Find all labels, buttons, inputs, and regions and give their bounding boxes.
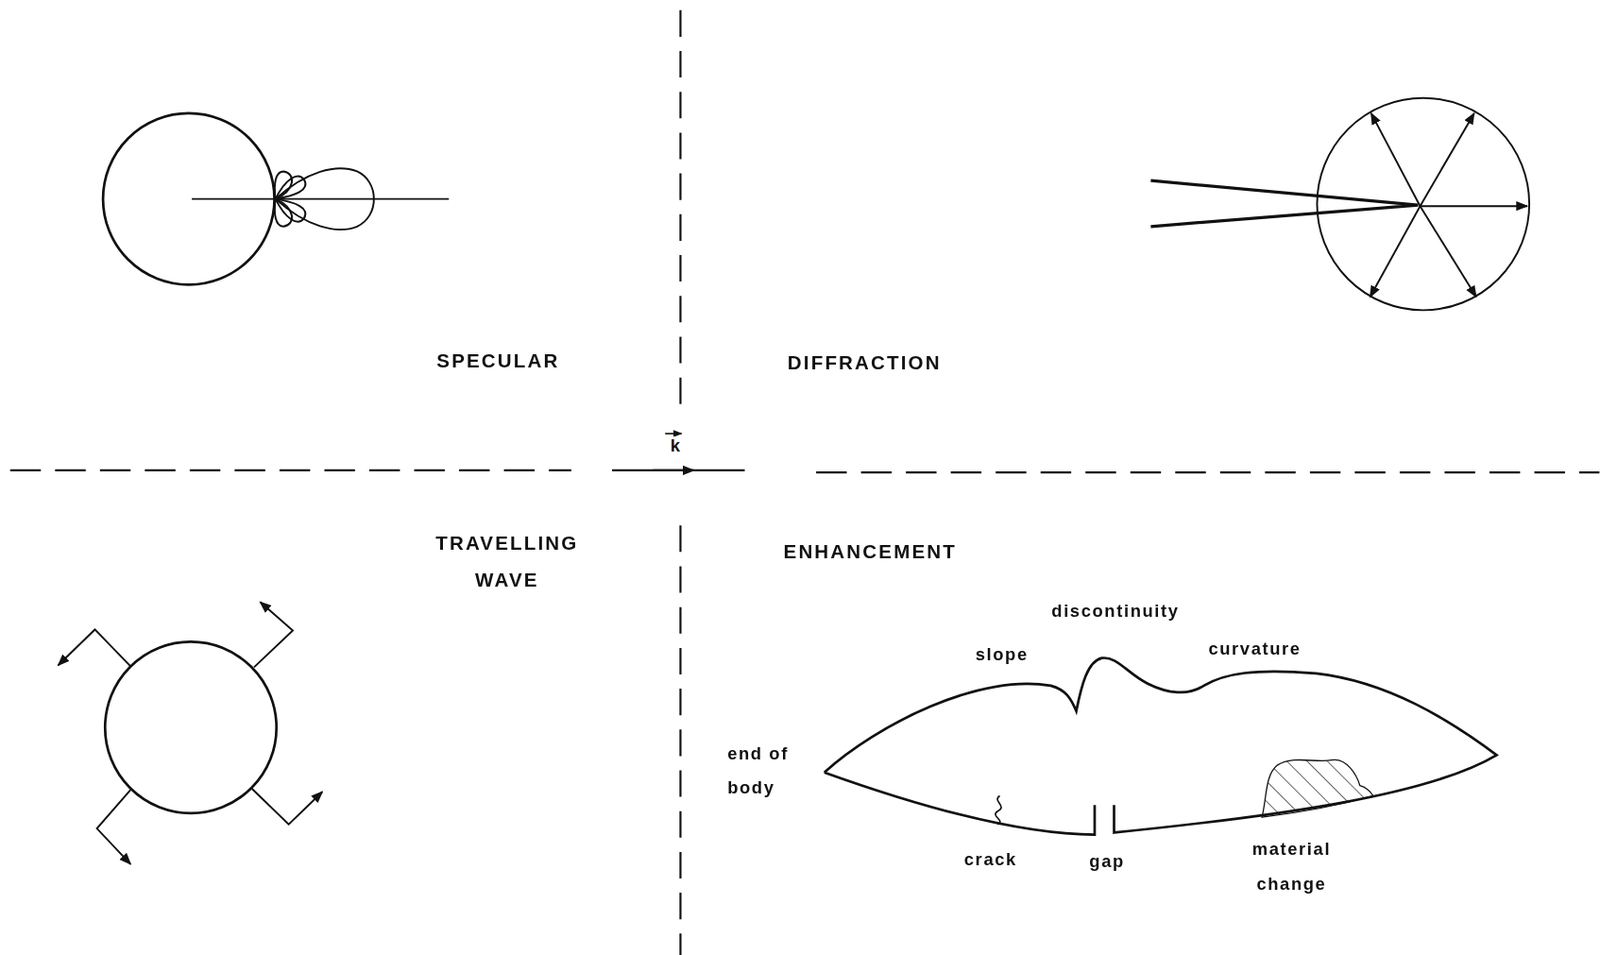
divider-line <box>816 471 1600 474</box>
side-lobe <box>275 199 307 222</box>
body-outline <box>824 658 1498 835</box>
feature-label: end of body <box>727 736 812 806</box>
feature-label: curvature <box>1206 639 1304 661</box>
material-change <box>1261 759 1374 818</box>
surface-wave-arrow <box>252 788 324 825</box>
vector-symbol <box>664 432 681 435</box>
feature-label: gap <box>1087 851 1127 873</box>
divider-line <box>679 525 681 955</box>
wave-vector <box>612 469 745 472</box>
surface-wave-arrow <box>97 789 132 865</box>
quadrant-title: SPECULAR <box>436 349 560 373</box>
divider-line <box>679 10 681 407</box>
wedge <box>1150 180 1418 227</box>
diffraction-ray <box>1420 113 1475 206</box>
sphere <box>104 641 276 813</box>
diffraction-ray <box>1370 205 1421 297</box>
quadrant-title: TRAVELLING WAVE <box>417 525 596 599</box>
feature-label: material change <box>1234 832 1349 902</box>
crack <box>995 796 1002 825</box>
vector-label: k <box>667 436 683 458</box>
diffraction-ray <box>1420 205 1477 297</box>
axis-line <box>191 198 449 201</box>
feature-label: slope <box>972 645 1030 666</box>
surface-wave-arrow <box>254 601 293 667</box>
diffraction-circle <box>1316 98 1530 311</box>
feature-label: discontinuity <box>1049 601 1182 623</box>
diffraction-ray <box>1420 204 1528 207</box>
wave-vector-arrow <box>652 469 694 472</box>
feature-label: crack <box>962 850 1020 871</box>
divider-line <box>10 469 572 472</box>
quadrant-title: DIFFRACTION <box>787 352 942 375</box>
surface-wave-arrow <box>58 629 132 666</box>
main-lobe <box>275 168 375 230</box>
diffraction-ray <box>1371 113 1421 206</box>
quadrant-title: ENHANCEMENT <box>783 540 957 563</box>
side-lobe <box>275 176 307 200</box>
